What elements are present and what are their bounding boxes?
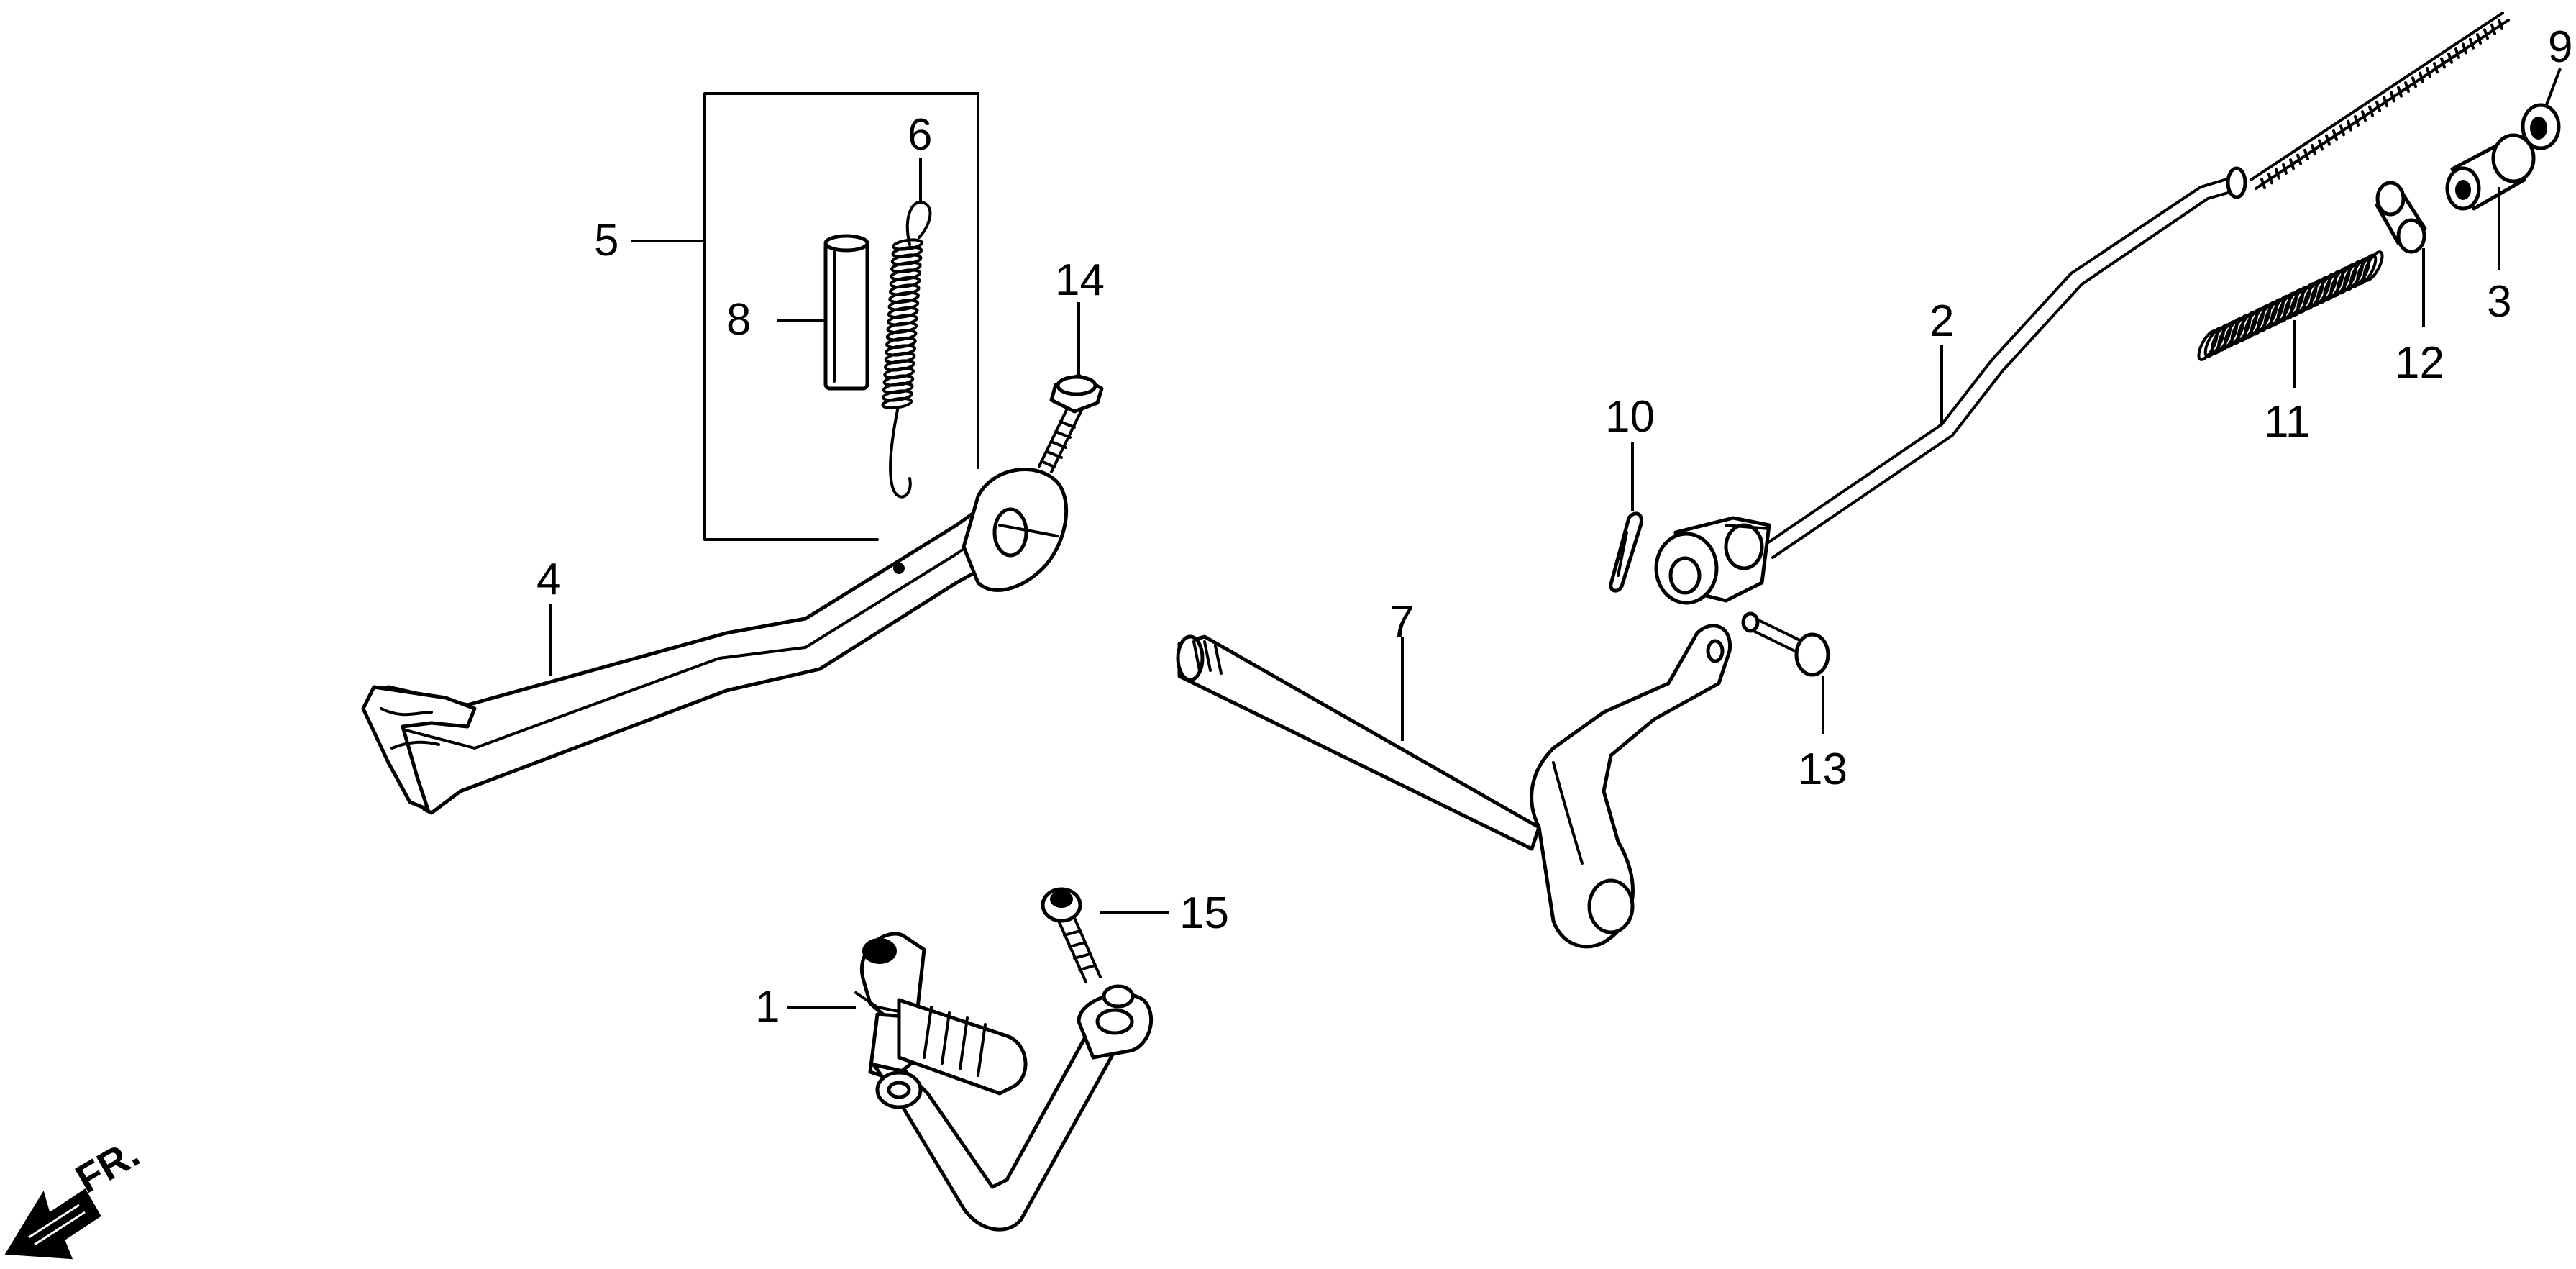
joint-pin-part-13[interactable] (1741, 611, 1830, 677)
callout-2: 2 (1929, 296, 1954, 346)
brake-spring-part-11[interactable] (2196, 250, 2386, 362)
front-direction-arrow-icon (4, 1188, 101, 1260)
front-direction-label: FR. (68, 1130, 147, 1202)
callout-13: 13 (1798, 745, 1847, 794)
callout-10: 10 (1605, 392, 1655, 442)
callout-6: 6 (908, 110, 932, 160)
callout-labels: 5 6 8 14 4 2 10 7 13 9 3 12 11 15 1 (536, 22, 2572, 1032)
brake-arm-shaft-part-7[interactable] (1176, 624, 1732, 949)
callout-11: 11 (2264, 397, 2310, 447)
brake-rod-joint[interactable] (1654, 516, 1771, 605)
brake-pedal-part-4[interactable] (361, 468, 1069, 815)
kit-bracket-5 (703, 92, 979, 541)
brake-rod-part-2[interactable] (1760, 12, 2510, 559)
callout-3: 3 (2487, 277, 2511, 327)
callout-1: 1 (755, 982, 780, 1032)
joint-collar-part-3[interactable] (2445, 133, 2536, 211)
leader-lines (549, 68, 2562, 1009)
flange-bolt-part-15[interactable] (1041, 887, 1102, 983)
callout-14: 14 (1055, 255, 1105, 305)
cotter-pin-part-10[interactable] (1609, 511, 1643, 593)
return-spring-part-6[interactable] (881, 200, 932, 499)
callout-5: 5 (594, 216, 618, 265)
flange-bolt-part-14[interactable] (1038, 373, 1104, 473)
callout-12: 12 (2395, 338, 2444, 388)
washer-part-9[interactable] (2521, 103, 2561, 150)
front-direction-indicator: FR. (4, 1130, 147, 1260)
callout-15: 15 (1179, 888, 1229, 938)
callout-8: 8 (726, 295, 751, 345)
callout-4: 4 (536, 555, 561, 604)
collar-part-8[interactable] (823, 234, 869, 391)
adjusting-nut-part-12[interactable] (2375, 181, 2427, 254)
step-bar-part-1[interactable] (854, 932, 1154, 1232)
callout-9: 9 (2548, 22, 2572, 72)
callout-7: 7 (1389, 597, 1414, 647)
